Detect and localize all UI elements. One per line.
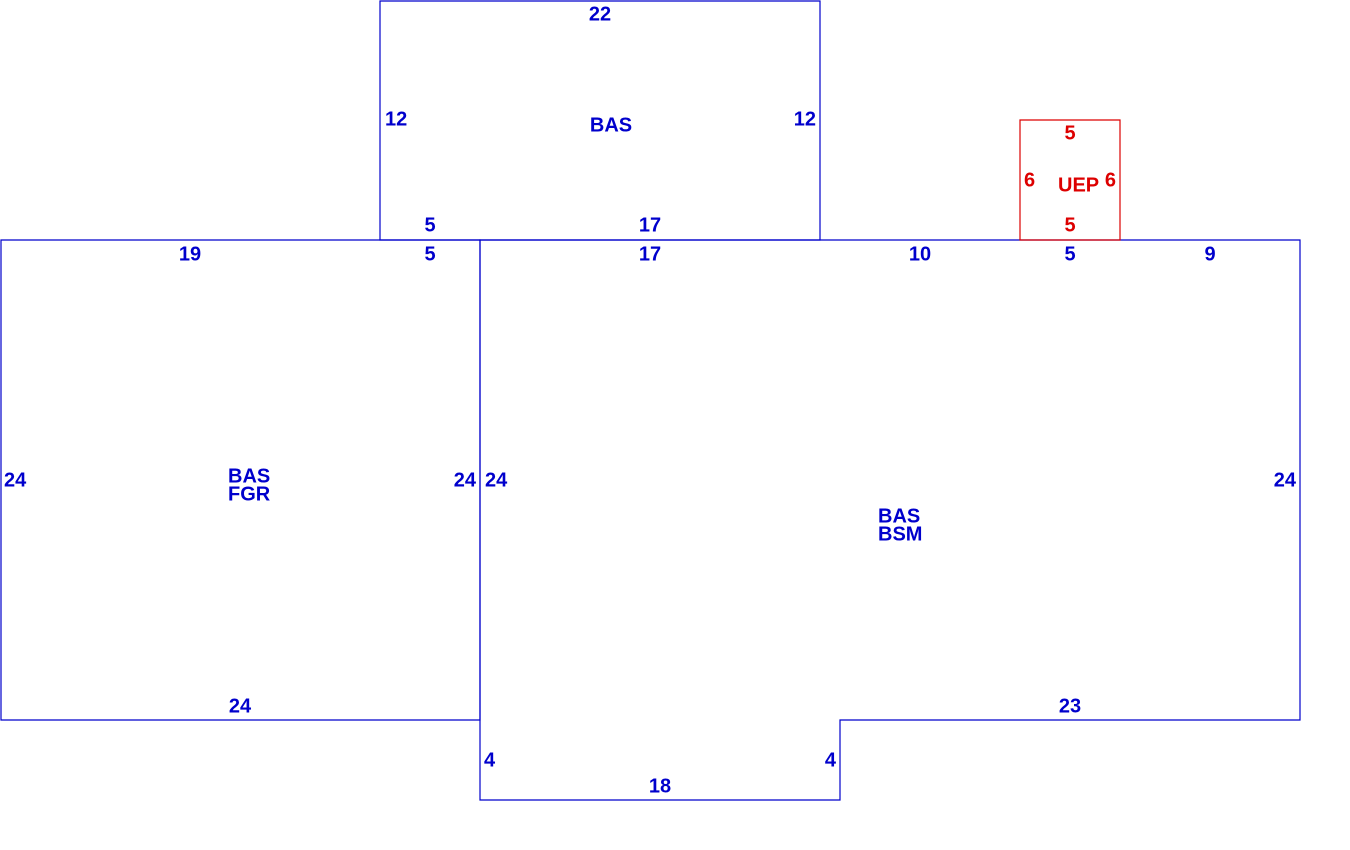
dimension-label: 4 <box>825 749 837 771</box>
dimension-label: 17 <box>639 243 661 265</box>
dimension-label: 24 <box>454 469 477 491</box>
porch-uep-outline <box>1019 119 1121 241</box>
dimension-label: 19 <box>179 243 201 265</box>
dimension-label: 5 <box>1064 243 1075 265</box>
area-code-label: BSM <box>878 523 922 545</box>
dimension-label: 5 <box>424 214 435 236</box>
area-code-label: UEP <box>1058 174 1099 196</box>
dimension-label: 18 <box>649 775 671 797</box>
dimension-label: 5 <box>1064 122 1075 144</box>
dimension-label: 24 <box>4 469 27 491</box>
area-code-label: FGR <box>228 483 271 505</box>
dimension-label: 6 <box>1105 169 1116 191</box>
dimension-label: 6 <box>1024 169 1035 191</box>
dimension-label: 5 <box>424 243 435 265</box>
area-code-label: BAS <box>228 465 270 487</box>
dimension-label: 24 <box>485 469 508 491</box>
dimension-label: 24 <box>229 695 252 717</box>
dimension-label: 24 <box>1274 469 1297 491</box>
dimension-label: 22 <box>589 3 611 25</box>
main-bas-bsm-outline <box>479 239 1301 801</box>
dimension-label: 17 <box>639 214 661 236</box>
dimension-label: 23 <box>1059 695 1081 717</box>
area-code-label: BAS <box>878 505 920 527</box>
dimension-label: 12 <box>794 108 816 130</box>
dimension-label: 10 <box>909 243 931 265</box>
dimension-label: 4 <box>484 749 496 771</box>
area-left-bas-fgr: 19 5 24 24 24 BAS FGR <box>0 239 481 721</box>
area-porch-uep: 5 6 6 5 UEP <box>1019 119 1121 241</box>
dimension-label: 9 <box>1204 243 1215 265</box>
dimension-label: 5 <box>1064 214 1075 236</box>
area-upper-bas: 22 12 12 5 17 BAS <box>379 0 821 241</box>
area-main-bas-bsm: 17 10 5 9 24 24 23 4 4 18 BAS BSM <box>479 239 1301 801</box>
dimension-label: 12 <box>385 108 407 130</box>
area-code-label: BAS <box>590 114 632 136</box>
